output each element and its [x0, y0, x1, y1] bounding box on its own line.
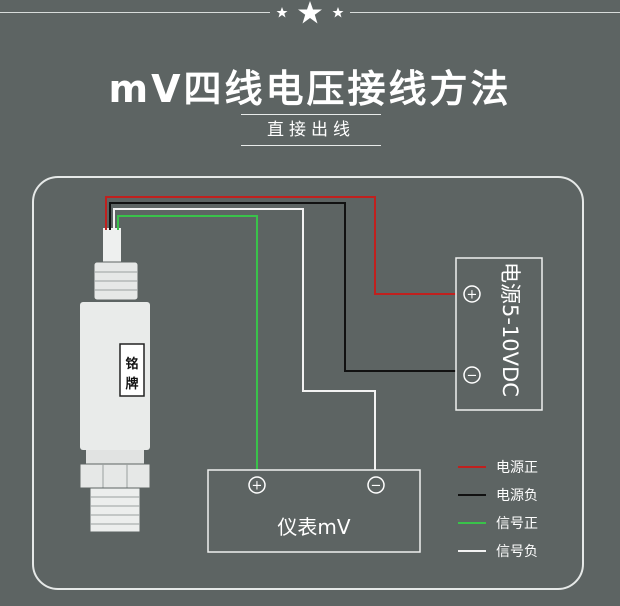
- subtitle-frame: 直接出线: [241, 114, 381, 146]
- legend-label: 信号正: [496, 516, 538, 532]
- sensor-body: [80, 302, 150, 450]
- small-star-icon: [332, 7, 344, 18]
- small-star-icon: [276, 7, 288, 18]
- wiring-panel: [32, 176, 584, 590]
- power-plus-terminal: [463, 285, 481, 303]
- thread: [89, 487, 141, 533]
- hex-nut: [79, 463, 151, 489]
- power-minus-terminal: [463, 366, 481, 384]
- wire-signal-positive: [117, 215, 258, 477]
- minus-icon: −: [467, 369, 478, 384]
- header-stars: [276, 1, 344, 24]
- star-icon: [298, 1, 322, 24]
- nameplate-text-2: 牌: [125, 376, 138, 392]
- plus-icon: +: [252, 479, 263, 494]
- page-title: mV四线电压接线方法: [108, 67, 512, 111]
- wire-power-positive: [105, 196, 462, 295]
- meter-label: 仪表mV: [277, 515, 350, 539]
- pressure-sensor: 铭 牌: [79, 228, 151, 533]
- meter-minus-terminal: [367, 476, 385, 494]
- nameplate: [119, 343, 145, 397]
- header-divider-right: [350, 12, 620, 13]
- legend-label: 信号负: [496, 544, 538, 560]
- meter-box: + − 仪表mV: [207, 469, 421, 553]
- sensor-neck: [86, 450, 144, 464]
- page-subtitle: 直接出线: [267, 120, 355, 140]
- power-supply-label: 电源5-10VDC: [498, 262, 522, 397]
- nameplate-text-1: 铭: [125, 356, 138, 372]
- minus-icon: −: [371, 479, 382, 494]
- meter-plus-terminal: [248, 476, 266, 494]
- legend: 电源正 电源负 信号正 信号负: [458, 460, 538, 560]
- cable-jacket: [103, 228, 121, 264]
- header-divider-left: [0, 12, 270, 13]
- wire-signal-negative: [113, 208, 376, 477]
- legend-label: 电源正: [496, 460, 538, 476]
- power-supply-box: + − 电源5-10VDC: [455, 257, 543, 411]
- plus-icon: +: [467, 288, 478, 303]
- wire-power-negative: [109, 202, 462, 372]
- legend-label: 电源负: [496, 488, 538, 504]
